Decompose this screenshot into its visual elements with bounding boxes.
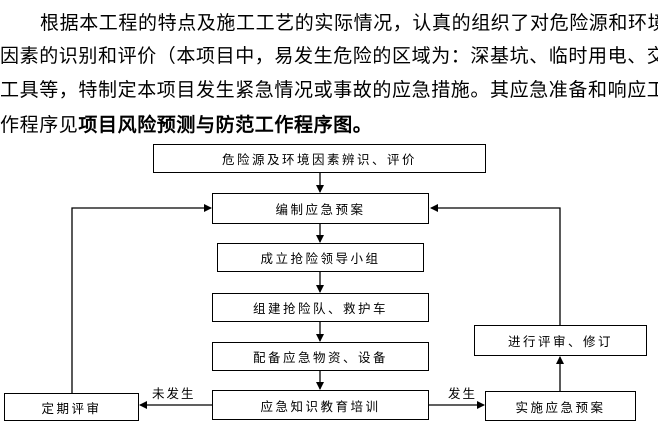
box-identify: 危险源及环境因素辨识、评价 bbox=[153, 144, 486, 173]
intro-line-1: 根据本工程的特点及施工工艺的实际情况，认真的组织了对危险源和环境 bbox=[40, 12, 658, 34]
label-not-occurred: 未发生 bbox=[152, 386, 196, 401]
box-training: 应急知识教育培训 bbox=[212, 390, 429, 420]
intro-line-4-text: 作程序见 bbox=[0, 114, 79, 136]
box-squad: 组建抢险队、救护车 bbox=[212, 293, 429, 322]
intro-line-2: 因素的识别和评价（本项目中，易发生危险的区域为：深基坑、临时用电、交通 bbox=[0, 45, 658, 67]
intro-line-4-bold: 项目风险预测与防范工作程序图。 bbox=[78, 114, 373, 136]
box-team: 成立抢险领导小组 bbox=[217, 243, 424, 272]
box-review-revise: 进行评审、修订 bbox=[474, 325, 647, 356]
intro-line-3: 工具等，特制定本项目发生紧急情况或事故的应急措施。其应急准备和响应工 bbox=[0, 79, 658, 101]
intro-line-4: 作程序见项目风险预测与防范工作程序图。 bbox=[0, 110, 372, 137]
box-materials: 配备应急物资、设备 bbox=[212, 342, 429, 371]
box-periodic-review: 定期评审 bbox=[4, 393, 139, 421]
box-implement: 实施应急预案 bbox=[485, 391, 636, 421]
intro-paragraph: 根据本工程的特点及施工工艺的实际情况，认真的组织了对危险源和环境 因素的识别和评… bbox=[0, 0, 658, 140]
label-occurred: 发生 bbox=[448, 386, 478, 401]
arrow-review-to-plan bbox=[430, 204, 561, 325]
arrow-periodic-to-plan bbox=[71, 204, 212, 393]
box-plan: 编制应急预案 bbox=[212, 193, 429, 224]
